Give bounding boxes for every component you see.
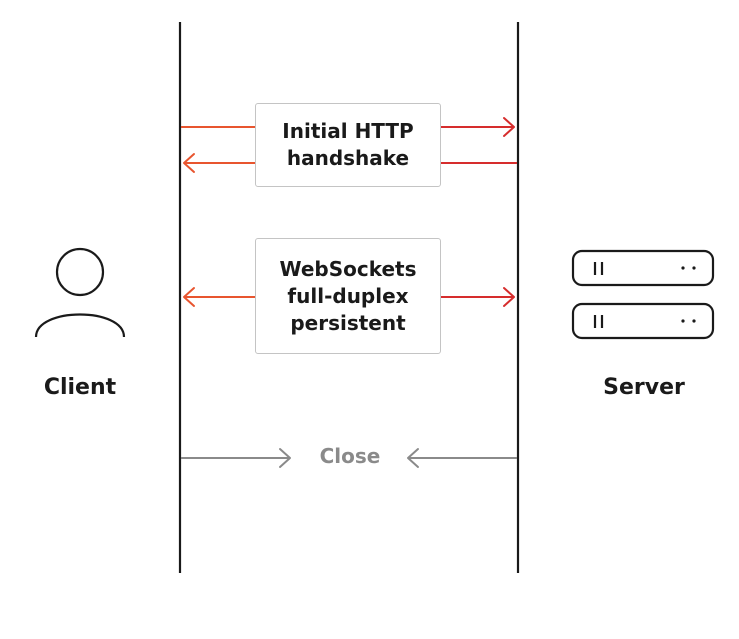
handshake-label-line-2: handshake	[286, 146, 410, 170]
websockets-label-line-2: full-duplex	[287, 283, 409, 308]
handshake-request-arrow	[181, 117, 515, 137]
handshake-label-line-1: Initial HTTP	[282, 119, 414, 143]
client-label: Client	[43, 375, 117, 400]
person-icon	[34, 247, 126, 338]
websockets-label-line-1: WebSockets	[279, 256, 417, 281]
handshake-response-arrow	[183, 153, 517, 173]
close-server-arrow	[407, 448, 517, 468]
server-icon	[571, 249, 715, 340]
close-label: Close	[319, 444, 381, 468]
close-client-arrow	[181, 448, 291, 468]
websockets-label-line-3: persistent	[290, 310, 406, 335]
server-label: Server	[603, 375, 685, 400]
websockets-duplex-arrow	[183, 287, 515, 307]
handshake-message-box: Initial HTTP handshake	[255, 103, 441, 187]
websockets-message-box: WebSockets full-duplex persistent	[255, 238, 441, 354]
